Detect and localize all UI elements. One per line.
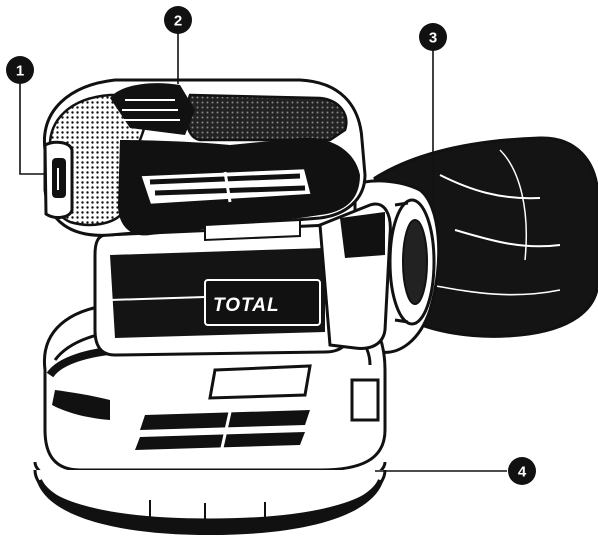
sanding-pad <box>35 462 385 535</box>
callout-3: 3 <box>419 23 447 51</box>
callout-4: 4 <box>508 457 536 485</box>
brand-label: TOTAL <box>213 295 280 316</box>
callout-1: 1 <box>6 56 34 84</box>
callout-3-label: 3 <box>429 30 437 47</box>
callout-2: 2 <box>164 6 192 34</box>
callout-1-label: 1 <box>16 63 24 80</box>
callout-2-label: 2 <box>174 13 182 30</box>
callout-4-label: 4 <box>518 464 527 481</box>
palm-grip <box>44 80 365 240</box>
